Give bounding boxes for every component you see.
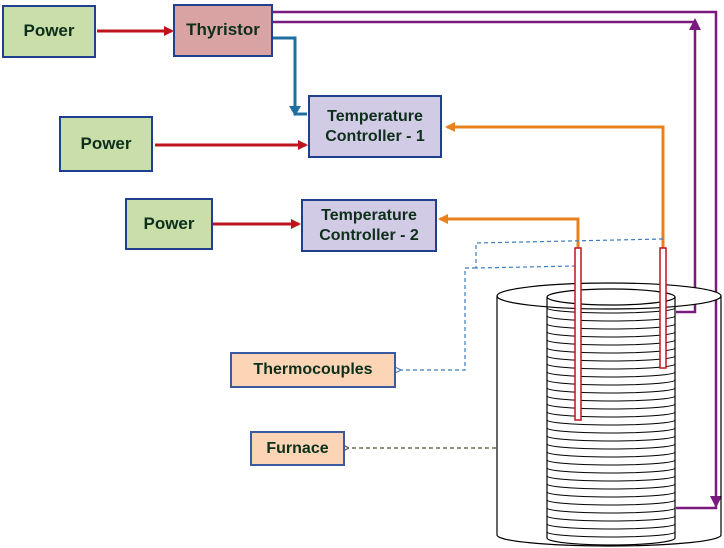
power-source-1-label: Power — [23, 21, 75, 41]
heater-supply-arrow — [710, 496, 722, 508]
coil-winding — [546, 403, 676, 410]
coil-winding — [546, 355, 676, 362]
thermocouples-label: Thermocouples — [253, 361, 373, 379]
furnace-outer-bottom — [496, 534, 722, 547]
coil-winding — [546, 515, 676, 522]
coil-winding — [546, 307, 676, 314]
coil-winding — [546, 459, 676, 466]
coil-winding — [546, 499, 676, 506]
coil-winding — [546, 323, 676, 330]
coil-winding — [546, 523, 676, 530]
coil-winding — [546, 419, 676, 426]
heater-wires — [273, 10, 718, 510]
heater-wire-return — [273, 20, 697, 314]
coil-winding — [546, 411, 676, 418]
coil-winding — [546, 339, 676, 346]
coil-winding — [546, 531, 676, 538]
thermocouples-pointer — [400, 238, 664, 370]
furnace-label-box: Furnace — [250, 431, 345, 466]
coil-winding — [546, 475, 676, 482]
thermocouple-probe-2 — [574, 247, 582, 421]
temperature-controller-2-line1: Temperature — [321, 206, 417, 224]
heater-return-arrow — [689, 18, 701, 30]
coil-winding — [546, 451, 676, 458]
coil-winding — [546, 427, 676, 434]
power-source-3: Power — [125, 198, 213, 250]
thermocouple-probe-1 — [659, 247, 667, 369]
temperature-controller-2-line2: Controller - 2 — [319, 226, 419, 244]
furnace — [496, 282, 722, 547]
thermocouple-2-to-controller-2-arrow — [438, 214, 580, 248]
coil-winding — [546, 387, 676, 394]
temperature-controller-2: Temperature Controller - 2 — [301, 199, 437, 252]
thermocouple-wires — [438, 122, 665, 248]
thyristor-label: Thyristor — [186, 20, 260, 40]
coil-winding — [546, 379, 676, 386]
coil-winding — [546, 483, 676, 490]
coil-winding — [546, 467, 676, 474]
heater-wire-supply — [273, 10, 718, 510]
thyristor-box: Thyristor — [173, 4, 273, 57]
power-wires — [97, 26, 308, 229]
coil-winding — [546, 331, 676, 338]
temperature-controller-1-line1: Temperature — [327, 107, 423, 125]
thermocouple-probes — [574, 247, 667, 421]
thermocouples-label-box: Thermocouples — [230, 352, 396, 388]
coil-winding — [546, 395, 676, 402]
power-source-1: Power — [2, 5, 96, 58]
thyristor-to-controller-1-arrow — [273, 36, 307, 116]
coil-winding — [546, 363, 676, 370]
power-source-2: Power — [59, 116, 153, 172]
furnace-label: Furnace — [266, 439, 329, 457]
coil-winding — [546, 443, 676, 450]
temperature-controller-1: Temperature Controller - 1 — [308, 95, 442, 158]
coil-winding — [546, 435, 676, 442]
coil-winding — [546, 347, 676, 354]
coil-winding — [546, 507, 676, 514]
coil-winding — [546, 371, 676, 378]
heating-coil — [546, 307, 676, 538]
temperature-controller-1-line2: Controller - 1 — [325, 127, 425, 145]
coil-winding — [546, 315, 676, 322]
coil-winding — [546, 491, 676, 498]
thermocouple-1-to-controller-1-arrow — [445, 122, 665, 248]
power-source-3-label: Power — [143, 213, 195, 233]
power-source-2-label: Power — [80, 133, 132, 153]
